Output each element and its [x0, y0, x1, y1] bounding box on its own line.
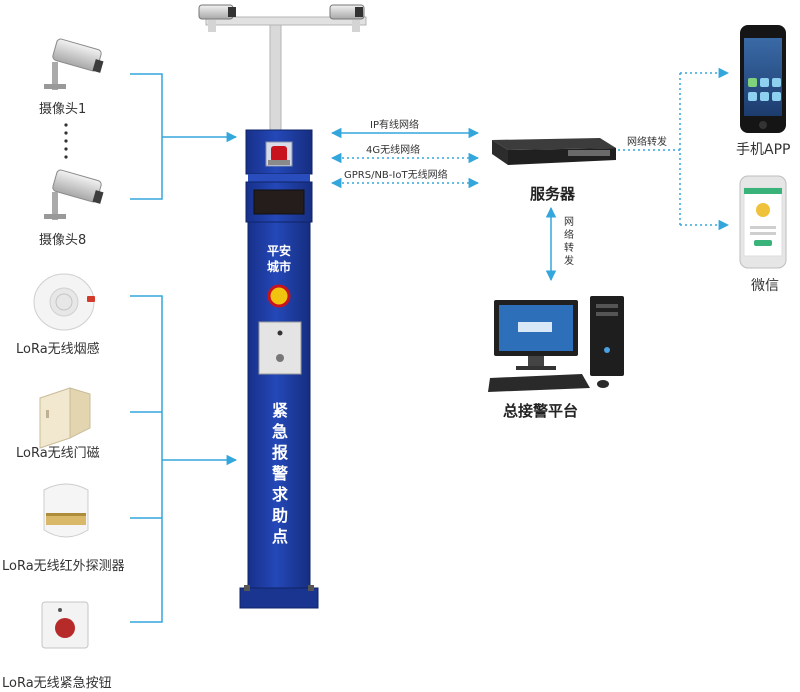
forward-down-label: 网络转发 [563, 216, 575, 268]
infrared-detector-icon [43, 483, 89, 538]
pole-vertical-char: 紧 [271, 401, 288, 420]
ip-link-label: IP有线网络 [370, 120, 419, 131]
forward-bracket [618, 73, 681, 225]
pole-city-line1: 平安 [266, 244, 291, 258]
pole-vertical-char: 求 [271, 485, 288, 504]
camera-8-icon [44, 169, 104, 220]
emergency-button-icon [41, 601, 89, 649]
wechat-label: 微信 [751, 278, 779, 294]
smoke-detector-icon [33, 273, 95, 331]
gprs-link-label: GPRS/NB-IoT无线网络 [344, 170, 448, 181]
smoke-sensor-label: LoRa无线烟感 [16, 342, 100, 357]
ellipsis-dots-icon [64, 123, 68, 159]
pole-vertical-char: 点 [271, 527, 288, 546]
phone-wechat-icon [739, 175, 787, 269]
camera-bracket [130, 73, 163, 200]
mobile-app-label: 手机APP [736, 142, 791, 158]
workstation-icon [488, 296, 624, 392]
pole-vertical-char: 助 [271, 506, 288, 525]
pole-vertical-text: 紧急报警求助点 [266, 400, 294, 547]
camera-1-label: 摄像头1 [39, 102, 87, 117]
forward-down-char: 发 [564, 256, 574, 267]
police-emblem-icon [267, 284, 291, 308]
phone-app-icon [740, 25, 786, 133]
pole-city-line2: 城市 [266, 260, 291, 274]
server-icon [492, 138, 616, 165]
lora-bracket [130, 295, 163, 623]
server-label: 服务器 [530, 185, 576, 203]
pole-camera-left-icon [198, 4, 236, 20]
pole-camera-right-icon [329, 4, 365, 20]
forward-down-char: 转 [564, 243, 574, 254]
pole-vertical-char: 报 [271, 443, 288, 462]
4g-link-label: 4G无线网络 [366, 145, 421, 156]
forward-down-char: 网 [564, 217, 574, 228]
platform-label: 总接警平台 [503, 402, 579, 420]
camera-1-icon [44, 38, 104, 90]
pole-vertical-char: 急 [271, 422, 288, 441]
emergency-button-label: LoRa无线紧急按钮 [2, 676, 112, 691]
alarm-pole [198, 4, 367, 609]
camera-8-label: 摄像头8 [39, 233, 87, 248]
forward-down-char: 络 [564, 230, 574, 241]
door-sensor-label: LoRa无线门磁 [16, 446, 100, 461]
pole-city-text: 平安 城市 [258, 243, 300, 275]
door-sensor-icon [39, 387, 91, 449]
infrared-sensor-label: LoRa无线红外探测器 [2, 559, 125, 574]
pole-vertical-char: 警 [271, 464, 288, 483]
forward-right-label: 网络转发 [627, 137, 667, 148]
